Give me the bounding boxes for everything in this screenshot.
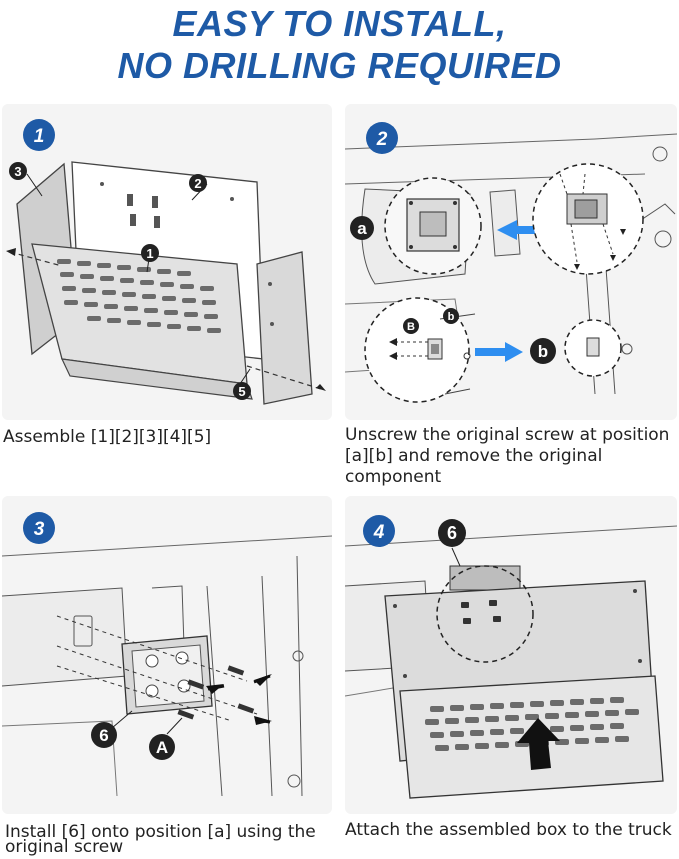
step-3-panel: 3 6 A [2, 496, 332, 814]
step-4-badge: 4 [363, 515, 395, 547]
svg-text:6: 6 [447, 523, 457, 543]
svg-text:a: a [357, 219, 367, 238]
svg-text:B: B [407, 321, 415, 333]
step-4-illustration [345, 525, 677, 799]
svg-text:b: b [538, 342, 548, 361]
callout-B-small: B [403, 318, 419, 334]
step-2-caption-line-3: component [345, 467, 442, 487]
step-1-panel: 1 3 2 1 5 [2, 104, 332, 420]
step-2-panel: 2 a b B b [345, 104, 677, 420]
step-2-caption-line-1: Unscrew the original screw at position [345, 425, 670, 445]
step-2-caption: Unscrew the original screw at position [… [345, 425, 669, 488]
step-4-panel: 4 6 [345, 496, 677, 814]
step-1-illustration [6, 161, 326, 405]
callout-1: 1 [141, 244, 159, 262]
svg-text:3: 3 [34, 519, 45, 540]
step-1-number: 1 [34, 126, 45, 147]
callout-b: b [530, 338, 556, 364]
headline-line-1: EASY TO INSTALL, [172, 3, 507, 44]
callout-3: 3 [9, 162, 27, 180]
callout-A: A [149, 734, 175, 760]
headline-line-2: NO DRILLING REQUIRED [117, 45, 562, 86]
svg-text:6: 6 [99, 726, 108, 745]
svg-text:b: b [448, 311, 455, 323]
svg-text:5: 5 [238, 384, 245, 399]
callout-6: 6 [438, 519, 466, 547]
step-2-badge: 2 [366, 122, 398, 154]
callout-5: 5 [233, 382, 251, 400]
step-3-caption: Install [6] onto position [a] using the … [5, 822, 316, 858]
step-3-caption-line-2: original screw [5, 837, 124, 857]
svg-text:2: 2 [194, 176, 201, 191]
callout-2: 2 [189, 174, 207, 192]
step-3-illustration [2, 535, 332, 797]
callout-b-small: b [443, 308, 459, 324]
step-3-caption-line-1: Install [6] onto position [a] using the [5, 822, 316, 842]
callout-a: a [350, 216, 374, 240]
step-1-badge: 1 [23, 119, 55, 151]
step-3-badge: 3 [23, 512, 55, 544]
step-2-illustration [345, 133, 677, 403]
svg-text:A: A [156, 738, 168, 757]
callout-6: 6 [91, 722, 117, 748]
step-4-caption: Attach the assembled box to the truck [345, 820, 672, 840]
svg-text:3: 3 [14, 164, 21, 179]
step-1-caption: Assemble [1][2][3][4][5] [3, 427, 212, 447]
step-2-caption-line-2: [a][b] and remove the original [345, 446, 603, 466]
svg-text:4: 4 [373, 522, 385, 543]
svg-text:2: 2 [376, 129, 388, 150]
svg-text:1: 1 [146, 246, 153, 261]
